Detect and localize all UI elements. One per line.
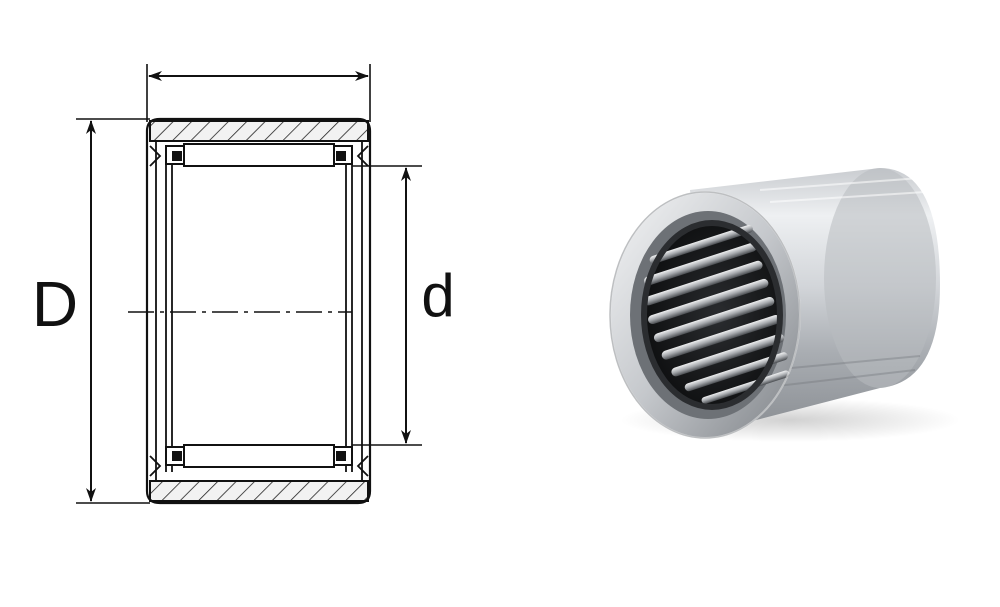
outer-cup-outline [145,117,372,505]
surface-highlights [759,177,926,203]
bearing-photo [560,120,980,480]
inner-diameter-label: d [421,262,454,329]
needle-roller-top [165,143,353,167]
cup-lips [149,141,369,481]
needle-roller-bottom [165,444,353,468]
extension-lines [76,64,422,504]
bearing-photo-illustration [609,168,960,442]
needle-rollers [643,224,790,404]
cross-section-drawing: D d [32,64,455,505]
outer-diameter-label: D [32,268,78,340]
bearing-technical-drawing: D d [32,64,455,505]
outer-cup-section [149,120,369,502]
